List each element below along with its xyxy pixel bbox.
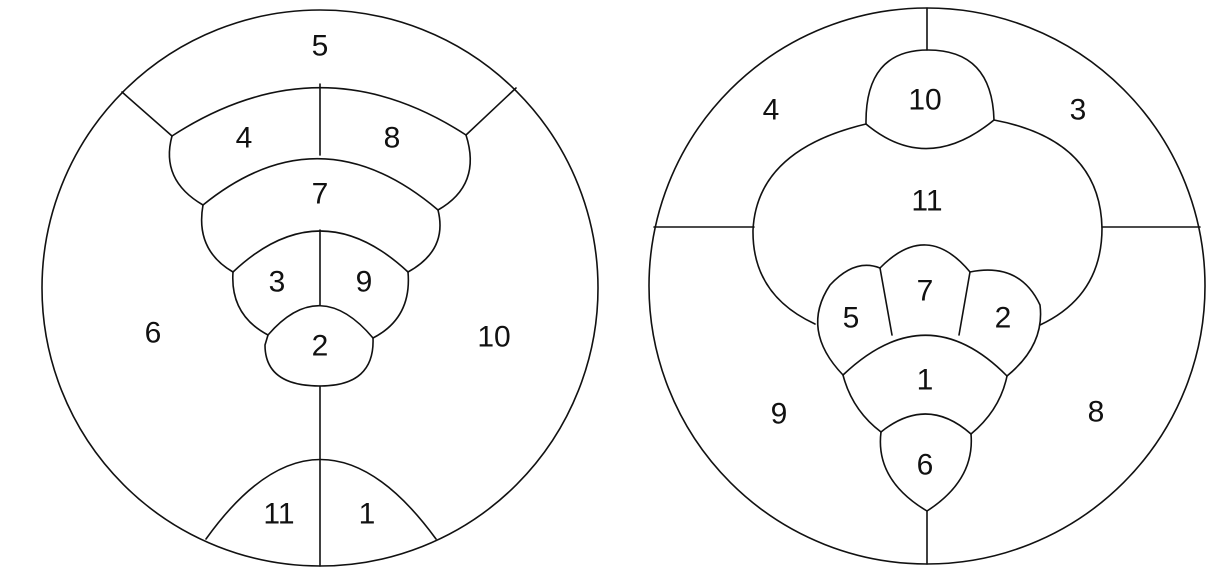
left-band-39-left [232, 271, 269, 336]
left-label-10: 10 [477, 321, 510, 354]
right-label-1: 1 [917, 364, 934, 397]
left-label-11: 11 [263, 498, 294, 531]
right-band-1-left [842, 374, 882, 433]
left-band-48-top [171, 87, 467, 137]
right-divider-5-7 [879, 267, 893, 336]
right-label-10: 10 [908, 84, 941, 117]
left-band-48-right [437, 134, 471, 211]
left-band-7-top [202, 157, 439, 211]
right-label-4: 4 [763, 94, 780, 127]
right-label-2: 2 [995, 302, 1012, 335]
left-label-3: 3 [269, 266, 286, 299]
left-band-48-left [168, 135, 204, 206]
left-region-2-outline [264, 304, 374, 387]
left-band-7-left [200, 204, 234, 273]
right-region-10-dome [865, 49, 995, 125]
right-region-11-left [752, 123, 867, 325]
left-label-1: 1 [359, 498, 376, 531]
right-label-8: 8 [1088, 396, 1105, 429]
right-label-5: 5 [843, 302, 860, 335]
left-label-6: 6 [145, 317, 162, 350]
right-band-1-right [970, 375, 1008, 435]
right-petal-5 [817, 264, 881, 376]
right-label-9: 9 [771, 398, 788, 431]
left-band-39-right [372, 271, 410, 339]
right-region-11-right [993, 119, 1103, 326]
right-petal-7-top [879, 244, 971, 273]
left-divider-top-left [121, 91, 173, 137]
left-label-7: 7 [312, 178, 329, 211]
left-label-8: 8 [384, 122, 401, 155]
left-diagram: 5 4 8 7 3 9 2 6 10 11 1 [41, 9, 599, 567]
right-label-7: 7 [917, 275, 934, 308]
right-region-10-base [865, 119, 995, 150]
right-band-1-top [842, 334, 1008, 377]
left-label-5: 5 [312, 30, 329, 63]
right-diagram: 10 4 3 11 7 5 2 1 9 8 6 [648, 7, 1206, 565]
right-region-6-top [880, 413, 972, 435]
right-divider-7-2 [958, 271, 971, 336]
right-label-3: 3 [1070, 94, 1087, 127]
left-label-9: 9 [356, 266, 373, 299]
right-label-11: 11 [911, 185, 942, 218]
left-bottom-cap [205, 458, 437, 540]
left-band-7-right [407, 209, 441, 273]
left-label-4: 4 [236, 122, 253, 155]
right-label-6: 6 [917, 449, 934, 482]
left-divider-top-right [465, 87, 517, 136]
right-petal-2 [969, 269, 1042, 377]
left-label-2: 2 [312, 330, 329, 363]
